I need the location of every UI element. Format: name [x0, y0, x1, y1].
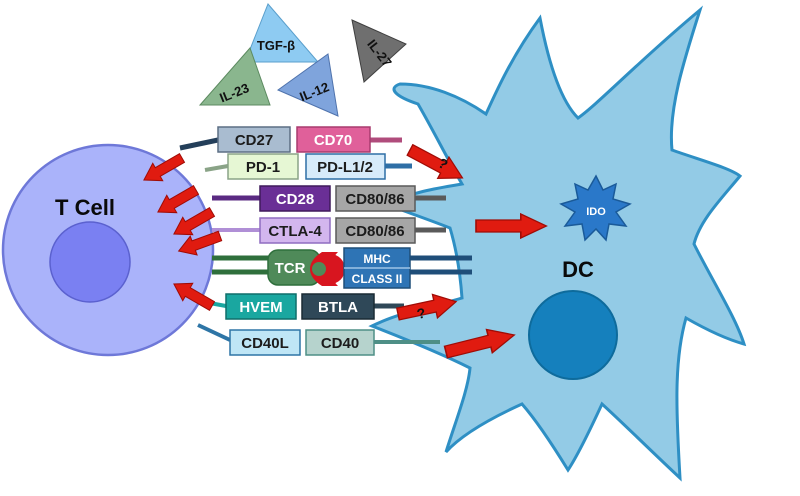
svg-text:?: ?: [415, 305, 427, 322]
pair-hvem-btla: HVEM BTLA: [203, 293, 404, 320]
pair-cd27-cd70: CD27 CD70: [179, 126, 402, 153]
pd1-label: PD-1: [246, 159, 280, 176]
tcr-label: TCR: [275, 260, 306, 277]
cd28-box: [259, 185, 331, 212]
dc-nucleus: [528, 290, 618, 380]
cd70-box: [296, 126, 371, 153]
cytokine-il-27: IL-27: [351, 19, 407, 83]
cd28-label: CD28: [276, 191, 314, 208]
cd40l-label: CD40L: [241, 335, 289, 352]
btla-box: [301, 293, 375, 320]
ctla4-label: CTLA-4: [268, 223, 322, 240]
t-cell-nucleus: [49, 221, 131, 303]
ido-label: IDO: [586, 206, 606, 218]
cd70-label: CD70: [314, 132, 352, 149]
cd8086-box-1: [335, 185, 416, 212]
cd40l-box: [229, 329, 301, 356]
pair-cd28-cd8086: CD28 CD80/86: [212, 185, 446, 212]
cd8086-label-1: CD80/86: [345, 191, 404, 208]
pair-tcr-mhc: TCR MHC CLASS II: [212, 247, 472, 289]
pair-cd40l-cd40: CD40L CD40: [197, 323, 440, 356]
pd1-box: [227, 153, 299, 180]
t-cell-label: T Cell: [55, 195, 115, 220]
cytokine-il-23: IL-23: [198, 47, 271, 106]
pair-pd1-pdl: PD-1 PD-L1/2: [204, 153, 412, 180]
ido-burst: [559, 174, 632, 242]
pdl-box: [305, 153, 386, 180]
mhc-label-top: MHC: [363, 252, 391, 266]
cd40-box: [305, 329, 375, 356]
ctla4-box: [259, 217, 331, 244]
cd27-label: CD27: [235, 132, 273, 149]
cd40-label: CD40: [321, 335, 359, 352]
cd8086-label-2: CD80/86: [345, 223, 404, 240]
pair-ctla4-cd8086: CTLA-4 CD80/86: [212, 217, 446, 244]
hvem-label: HVEM: [239, 299, 282, 316]
svg-text:TGF-β: TGF-β: [257, 38, 295, 53]
pdl-label: PD-L1/2: [317, 159, 373, 176]
cd27-box: [217, 126, 291, 153]
hvem-box: [225, 293, 297, 320]
btla-label: BTLA: [318, 299, 358, 316]
cd8086-box-2: [335, 217, 416, 244]
mhc-label-bottom: CLASS II: [352, 272, 403, 286]
cytokine-il-12: IL-12: [276, 53, 339, 117]
arrow-to-dc-1: ?: [403, 138, 469, 190]
dendritic-cell-body: [368, 5, 747, 482]
cytokine-tgf-beta: TGF-β: [244, 3, 320, 63]
dc-label: DC: [562, 257, 594, 282]
arrow-to-dc-3: ?: [394, 289, 460, 327]
